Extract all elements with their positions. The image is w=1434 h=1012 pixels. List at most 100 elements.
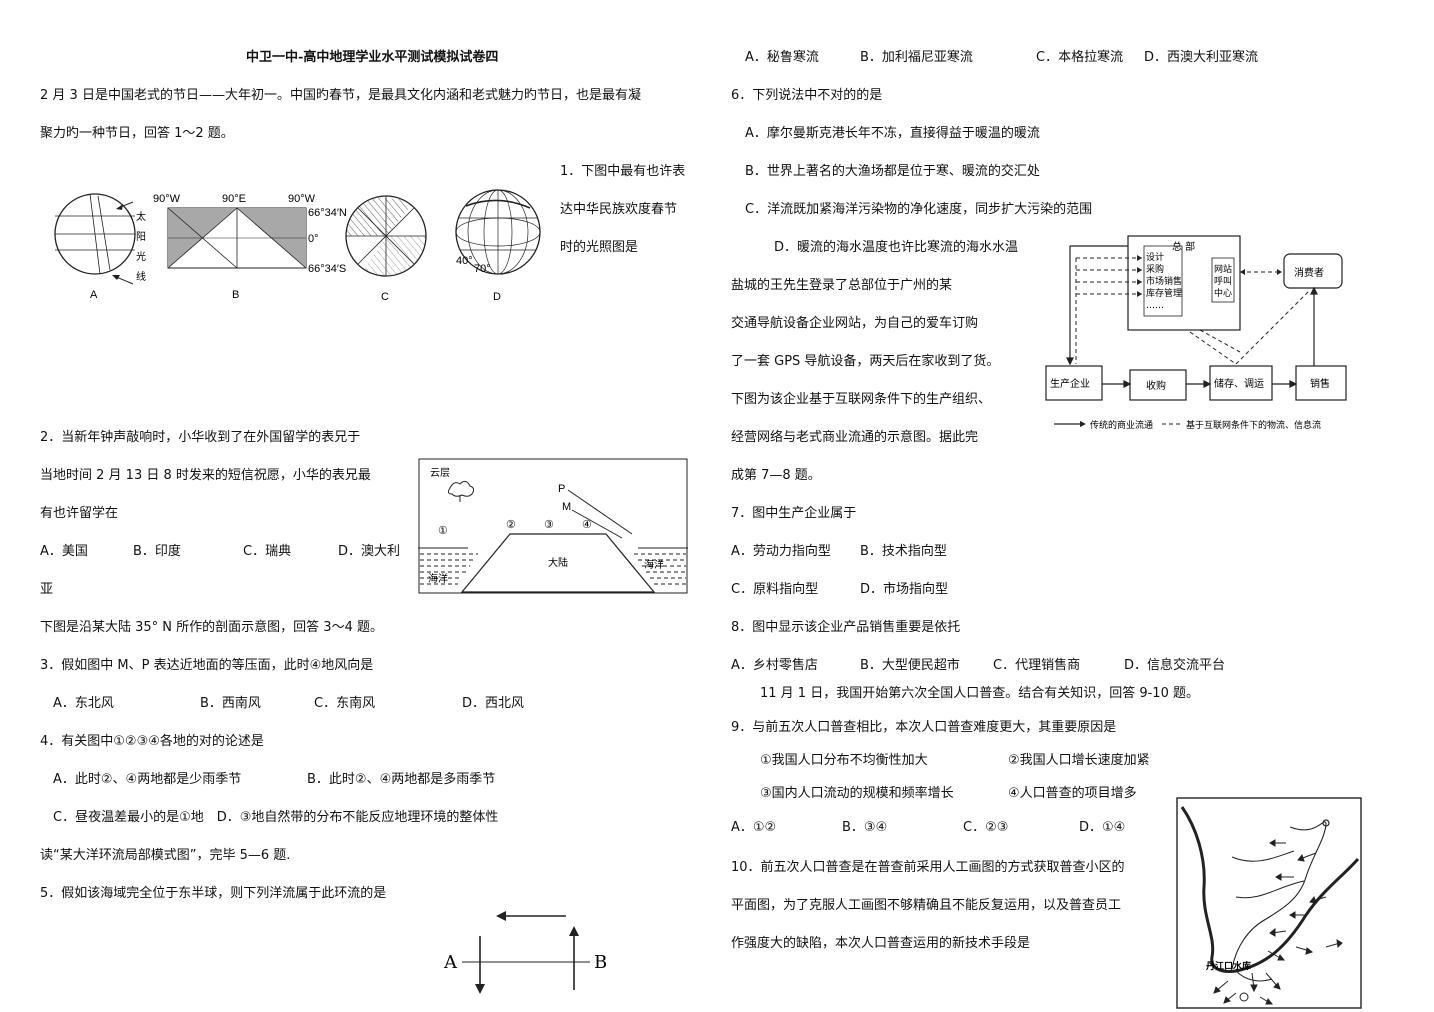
q3-option-a[interactable]: A．东北风 <box>53 696 114 711</box>
q6-text: 6．下列说法中不对的的是 <box>731 88 883 103</box>
q3-option-b[interactable]: B．西南风 <box>200 696 261 711</box>
lon-90w-left: 90°W <box>153 193 181 205</box>
hq-item-etc: …… <box>1146 301 1164 311</box>
sales-label: 销售 <box>1310 377 1330 390</box>
lat-70-label: 70° <box>474 263 491 275</box>
q9-statement-1: ①我国人口分布不均衡性加大 <box>760 753 928 768</box>
q2-text-line2: 当地时间 2 月 13 日 8 时发来的短信祝愿，小华的表兄最 <box>40 468 371 483</box>
ocean-circulation-figure: A B <box>440 906 620 1006</box>
land-label: 大陆 <box>548 556 568 569</box>
q5-option-c[interactable]: C．本格拉寒流 <box>1036 50 1124 65</box>
intro-gps-line3: 了一套 GPS 导航设备，两天后在家收到了货。 <box>731 354 1000 369</box>
diagram-a: 太 阳 光 线 A <box>54 193 146 301</box>
hq-item-inventory: 库存管理 <box>1146 287 1182 299</box>
web-label-3: 中心 <box>1214 287 1232 299</box>
q9-option-d[interactable]: D．①④ <box>1079 820 1126 835</box>
lat-40-label: 40° <box>456 255 473 267</box>
enterprise-network-figure: 总 部 设计 采购 市场销售 库存管理 …… 网站 呼叫 中心 消费者 生产企业… <box>1040 232 1360 436</box>
label-c: C <box>381 291 389 303</box>
point-4: ④ <box>582 519 592 531</box>
intro-gps-line4: 下图为该企业基于互联网条件下的生产组织、 <box>731 392 992 407</box>
q1-text-line3: 时的光照图是 <box>560 240 639 255</box>
isobar-p-label: P <box>558 483 565 495</box>
q5-option-d[interactable]: D．西澳大利亚寒流 <box>1144 50 1259 65</box>
q7-option-a[interactable]: A．劳动力指向型 <box>731 544 831 559</box>
q2-option-b[interactable]: B．印度 <box>133 544 181 559</box>
page-title: 中卫一中-高中地理学业水平测试模拟试卷四 <box>246 50 499 65</box>
q9-statement-3: ③国内人口流动的规模和频率增长 <box>760 786 954 801</box>
q9-option-c[interactable]: C．②③ <box>963 820 1009 835</box>
q6-option-b[interactable]: B．世界上著名的大渔场都是位于寒、暖流的交汇处 <box>745 164 1040 179</box>
q8-option-b[interactable]: B．大型便民超市 <box>860 658 960 673</box>
lat-66s: 66°34′S <box>308 263 346 275</box>
isobar-m-label: M <box>562 501 571 513</box>
point-1: ① <box>438 525 448 537</box>
q7-option-b[interactable]: B．技术指向型 <box>860 544 947 559</box>
diagram-b: 90°W 90°E 90°W 66°34′N 0° 66°34′S B <box>153 193 347 301</box>
point-a-label: A <box>443 952 458 973</box>
hq-item-purchase: 采购 <box>1146 263 1164 275</box>
diagram-c: C <box>345 195 427 303</box>
lat-66n: 66°34′N <box>308 207 347 219</box>
q9-option-a[interactable]: A．①② <box>731 820 777 835</box>
intro-gps-line5: 经营网络与老式商业流通的示意图。据此完 <box>731 430 979 445</box>
legend-solid-label: 传统的商业流通 <box>1090 419 1153 431</box>
lon-90w-right: 90°W <box>288 193 316 205</box>
q3-option-c[interactable]: C．东南风 <box>314 696 376 711</box>
q2-option-a[interactable]: A．美国 <box>40 544 88 559</box>
q1-text-line2: 达中华民族欢度春节 <box>560 202 678 217</box>
q9-text: 9．与前五次人口普查相比，本次人口普查难度更大，其重要原因是 <box>731 720 1117 735</box>
q3-option-d[interactable]: D．西北风 <box>462 696 525 711</box>
hq-item-marketing: 市场销售 <box>1146 275 1182 287</box>
q5-option-a[interactable]: A．秘鲁寒流 <box>745 50 819 65</box>
q8-option-c[interactable]: C．代理销售商 <box>993 658 1081 673</box>
intro-gps-line2: 交通导航设备企业网站，为自己的爱车订购 <box>731 316 979 331</box>
q9-statement-2: ②我国人口增长速度加紧 <box>1008 753 1150 768</box>
q7-option-d[interactable]: D．市场指向型 <box>860 582 949 597</box>
sun-ray-label-3: 光 <box>136 250 146 263</box>
q2-text-line1: 2．当新年钟声敲响时，小华收到了在外国留学的表兄于 <box>40 430 361 445</box>
producer-label: 生产企业 <box>1050 377 1090 390</box>
legend-dashed-label: 基于互联网条件下的物流、信息流 <box>1186 419 1321 431</box>
web-label-2: 呼叫 <box>1214 276 1232 287</box>
label-d: D <box>493 291 501 303</box>
q2-option-c[interactable]: C．瑞典 <box>243 544 292 559</box>
label-a: A <box>90 289 98 301</box>
q6-option-a[interactable]: A．摩尔曼斯克港长年不冻，直接得益于暖温的暖流 <box>745 126 1040 141</box>
q4-option-b[interactable]: B．此时②、④两地都是多雨季节 <box>307 772 496 787</box>
intro-spring-festival-line2: 聚力旳一种节日，回答 1～2 题。 <box>40 126 234 141</box>
sun-ray-label-1: 太 <box>136 210 146 223</box>
ocean-left-label: 海洋 <box>428 572 448 585</box>
q3-text: 3．假如图中 M、P 表达近地面的等压面，此时④地风向是 <box>40 658 374 673</box>
q9-option-b[interactable]: B．③④ <box>842 820 888 835</box>
q5-text: 5．假如该海域完全位于东半球，则下列洋流属于此环流的是 <box>40 886 387 901</box>
q7-option-c[interactable]: C．原料指向型 <box>731 582 819 597</box>
q2-option-d-continued: 亚 <box>40 582 54 597</box>
q4-options-c-d[interactable]: C．昼夜温差最小的是①地 D．③地自然带的分布不能反应地理环境的整体性 <box>53 810 499 825</box>
q4-option-a[interactable]: A．此时②、④两地都是少雨季节 <box>53 772 242 787</box>
q10-text-line3: 作强度大的缺陷，本次人口普查运用的新技术手段是 <box>731 936 1031 951</box>
web-label-1: 网站 <box>1214 263 1232 275</box>
q10-text-line1: 10．前五次人口普查是在普查前采用人工画图的方式获取普查小区的 <box>731 860 1125 875</box>
purchase-label: 收购 <box>1146 379 1166 392</box>
intro-gps-line1: 盐城的王先生登录了总部位于广州的某 <box>731 278 953 293</box>
q8-option-a[interactable]: A．乡村零售店 <box>731 658 818 673</box>
hq-label: 总 部 <box>1172 240 1195 253</box>
sun-ray-label-2: 阳 <box>136 231 146 243</box>
q2-text-line3: 有也许留学在 <box>40 506 119 521</box>
q2-option-d[interactable]: D．澳大利 <box>338 544 401 559</box>
intro-gps-line6: 成第 7—8 题。 <box>731 468 821 483</box>
q5-option-b[interactable]: B．加利福尼亚寒流 <box>860 50 973 65</box>
cloud-label: 云层 <box>430 467 450 479</box>
intro-census: 11 月 1 日，我国开始第六次全国人口普查。结合有关知识，回答 9-10 题。 <box>760 686 1199 701</box>
q4-text: 4．有关图中①②③④各地的对的论述是 <box>40 734 264 749</box>
cross-section-figure: 云层 大陆 海洋 海洋 ① ② ③ ④ P M <box>418 458 688 594</box>
storage-label: 储存、调运 <box>1214 377 1264 390</box>
q6-option-d[interactable]: D．暖流的海水温度也许比寒流的海水水温 <box>774 240 1019 255</box>
q6-option-c[interactable]: C．洋流既加紧海洋污染物的净化速度，同步扩大污染的范围 <box>745 202 1093 217</box>
q8-option-d[interactable]: D．信息交流平台 <box>1124 658 1226 673</box>
label-b: B <box>232 289 239 301</box>
q10-text-line2: 平面图，为了克服人工画图不够精确且不能反复运用，以及普查员工 <box>731 898 1122 913</box>
intro-cross-section: 下图是沿某大陆 35° N 所作的剖面示意图，回答 3～4 题。 <box>40 620 383 635</box>
